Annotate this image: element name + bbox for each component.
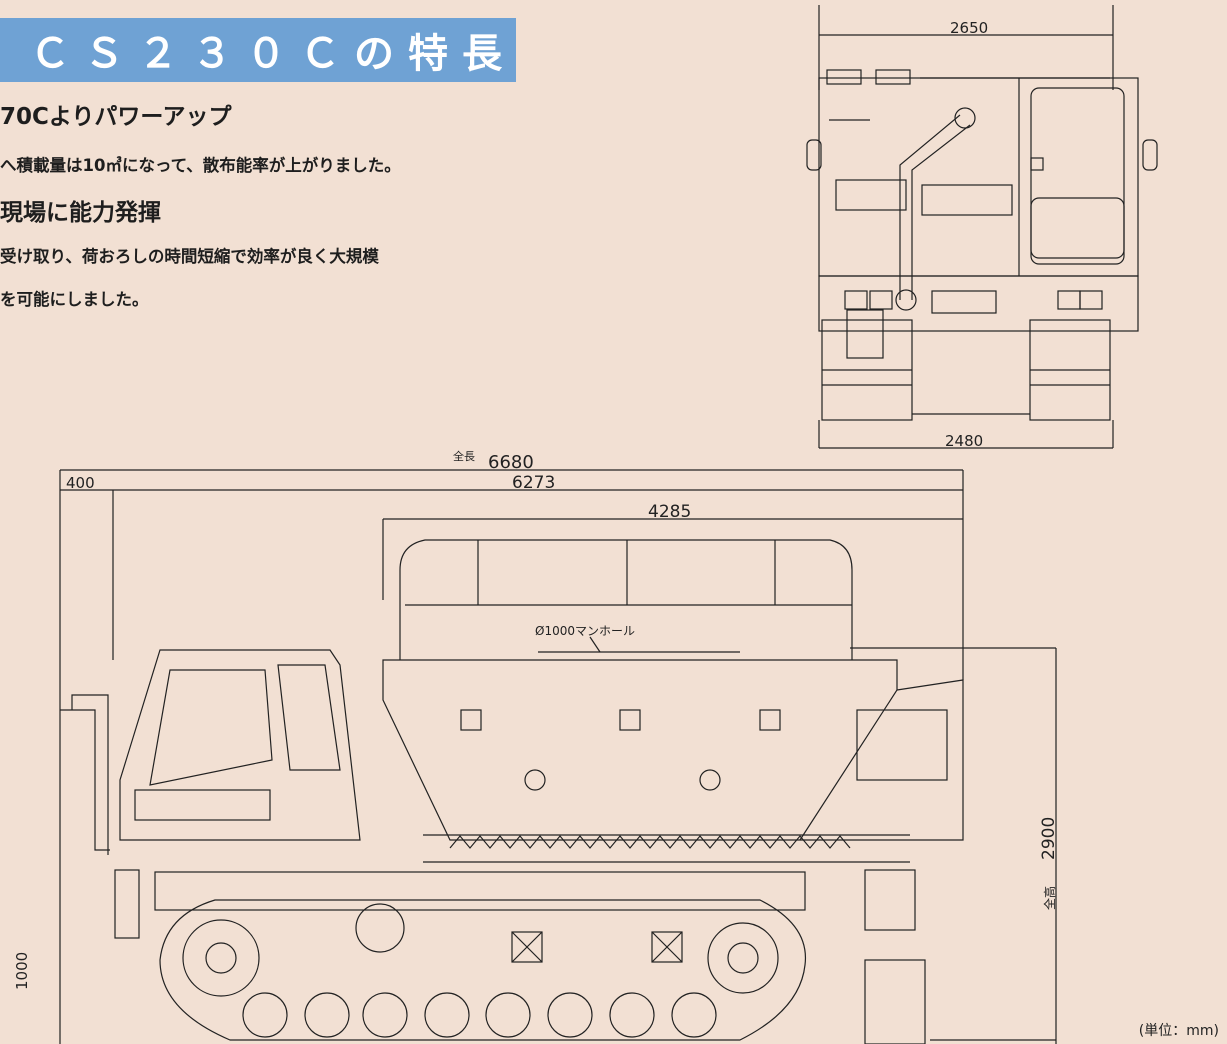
title-banner: ＣＳ２３０Ｃの特長	[0, 18, 516, 82]
overall-length-label: 全長	[453, 449, 475, 463]
manhole-label: Ø1000マンホール	[535, 624, 635, 638]
feature-text-2-line-2: を可能にしました。	[0, 290, 149, 309]
tank-length-dimension: 4285	[648, 502, 691, 522]
feature-heading-2: 現場に能力発揮	[0, 200, 161, 226]
page-title: ＣＳ２３０Ｃの特長	[30, 31, 516, 77]
feature-text-1-line-1: へ積載量は10㎥になって、散布能率が上がりました。	[0, 156, 401, 175]
feature-text-2-line-1: 受け取り、荷おろしの時間短縮で効率が良く大規模	[0, 247, 379, 266]
front-top-width: 2650	[950, 19, 988, 37]
height-dimension: 2900	[1039, 817, 1059, 860]
feature-heading-1: 70Cよりパワーアップ	[0, 104, 232, 130]
offset-dimension: 400	[66, 474, 95, 492]
left-height-dimension: 1000	[13, 952, 31, 990]
overall-length-value: 6680	[488, 452, 534, 473]
unit-note: (単位：mm)	[1138, 1023, 1219, 1039]
front-bottom-width: 2480	[945, 432, 983, 450]
height-label: 全高	[1042, 886, 1057, 910]
length-dimension: 6273	[512, 473, 555, 493]
